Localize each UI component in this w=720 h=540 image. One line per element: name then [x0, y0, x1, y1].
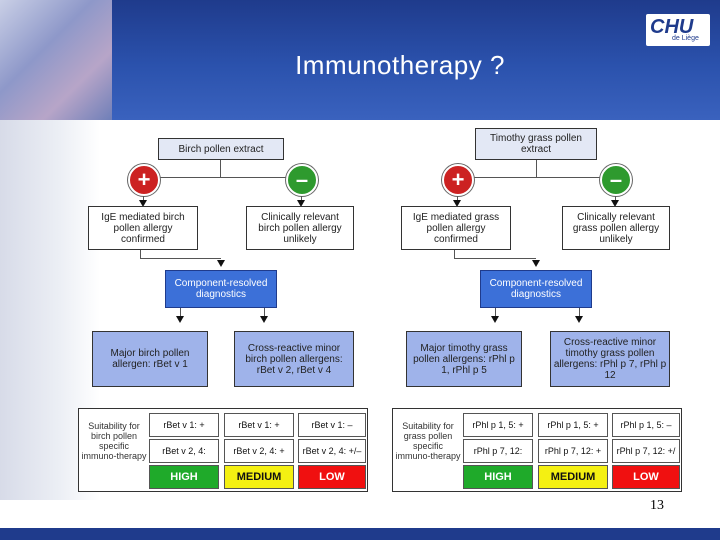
- suitability-label: Suitability for birch pollen specific im…: [81, 421, 147, 461]
- header-banner: [0, 0, 720, 120]
- table-cell: rBet v 1: +: [224, 413, 294, 437]
- connector: [579, 308, 580, 316]
- birch-suitability-table: Suitability for birch pollen specific im…: [78, 408, 368, 492]
- birch-negative-box: Clinically relevant birch pollen allergy…: [246, 206, 354, 250]
- birch-extract-box: Birch pollen extract: [158, 138, 284, 160]
- connector: [220, 160, 221, 177]
- connector: [456, 177, 614, 178]
- connector: [301, 196, 302, 202]
- slide-title: Immunotherapy ?: [295, 50, 505, 80]
- table-cell: rBet v 2, 4: +: [224, 439, 294, 463]
- birch-crd-box: Component-resolved diagnostics: [165, 270, 277, 308]
- arrow-down-icon: [297, 200, 305, 207]
- level-low-badge: LOW: [612, 465, 680, 489]
- connector: [264, 308, 265, 316]
- connector: [495, 308, 496, 316]
- timothy-positive-box: IgE mediated grass pollen allergy confir…: [401, 206, 511, 250]
- level-low-badge: LOW: [298, 465, 366, 489]
- table-cell: rPhl p 7, 12:: [463, 439, 533, 463]
- suitability-label: Suitability for grass pollen specific im…: [395, 421, 461, 461]
- arrow-down-icon: [575, 316, 583, 323]
- arrow-down-icon: [491, 316, 499, 323]
- table-cell: rPhl p 1, 5: +: [538, 413, 608, 437]
- birch-major-box: Major birch pollen allergen: rBet v 1: [92, 331, 208, 387]
- birch-positive-box: IgE mediated birch pollen allergy confir…: [88, 206, 198, 250]
- table-cell: rPhl p 1, 5: –: [612, 413, 680, 437]
- connector: [536, 160, 537, 177]
- connector: [454, 250, 455, 258]
- table-cell: rBet v 1: –: [298, 413, 366, 437]
- timothy-minor-box: Cross-reactive minor timothy grass polle…: [550, 331, 670, 387]
- table-cell: rPhl p 1, 5: +: [463, 413, 533, 437]
- timothy-crd-box: Component-resolved diagnostics: [480, 270, 592, 308]
- table-cell: rPhl p 7, 12: +/: [612, 439, 680, 463]
- timothy-suitability-table: Suitability for grass pollen specific im…: [392, 408, 682, 492]
- logo-subtext: de Liège: [672, 35, 699, 42]
- plus-icon: +: [442, 164, 474, 196]
- connector: [615, 196, 616, 202]
- arrow-down-icon: [532, 260, 540, 267]
- table-cell: rBet v 2, 4: +/–: [298, 439, 366, 463]
- level-high-badge: HIGH: [463, 465, 533, 489]
- minus-icon: –: [286, 164, 318, 196]
- arrow-down-icon: [453, 200, 461, 207]
- connector: [140, 250, 141, 258]
- minus-icon: –: [600, 164, 632, 196]
- table-cell: rPhl p 7, 12: +: [538, 439, 608, 463]
- arrow-down-icon: [260, 316, 268, 323]
- table-cell: rBet v 1: +: [149, 413, 219, 437]
- level-medium-badge: MEDIUM: [538, 465, 608, 489]
- connector: [143, 196, 144, 202]
- arrow-down-icon: [139, 200, 147, 207]
- table-cell: rBet v 2, 4:: [149, 439, 219, 463]
- arrow-down-icon: [217, 260, 225, 267]
- logo-text: CHU: [650, 16, 694, 38]
- plus-icon: +: [128, 164, 160, 196]
- arrow-down-icon: [176, 316, 184, 323]
- connector: [457, 196, 458, 202]
- connector: [140, 258, 221, 259]
- connector: [142, 177, 300, 178]
- timothy-major-box: Major timothy grass pollen allergens: rP…: [406, 331, 522, 387]
- level-high-badge: HIGH: [149, 465, 219, 489]
- timothy-extract-box: Timothy grass pollen extract: [475, 128, 597, 160]
- birch-minor-box: Cross-reactive minor birch pollen allerg…: [234, 331, 354, 387]
- connector: [180, 308, 181, 316]
- timothy-negative-box: Clinically relevant grass pollen allergy…: [562, 206, 670, 250]
- arrow-down-icon: [611, 200, 619, 207]
- connector: [454, 258, 536, 259]
- chu-logo: CHU de Liège: [646, 14, 710, 46]
- flask-image: [0, 0, 112, 120]
- level-medium-badge: MEDIUM: [224, 465, 294, 489]
- footer-bar: [0, 528, 720, 540]
- page-number: 13: [650, 498, 664, 513]
